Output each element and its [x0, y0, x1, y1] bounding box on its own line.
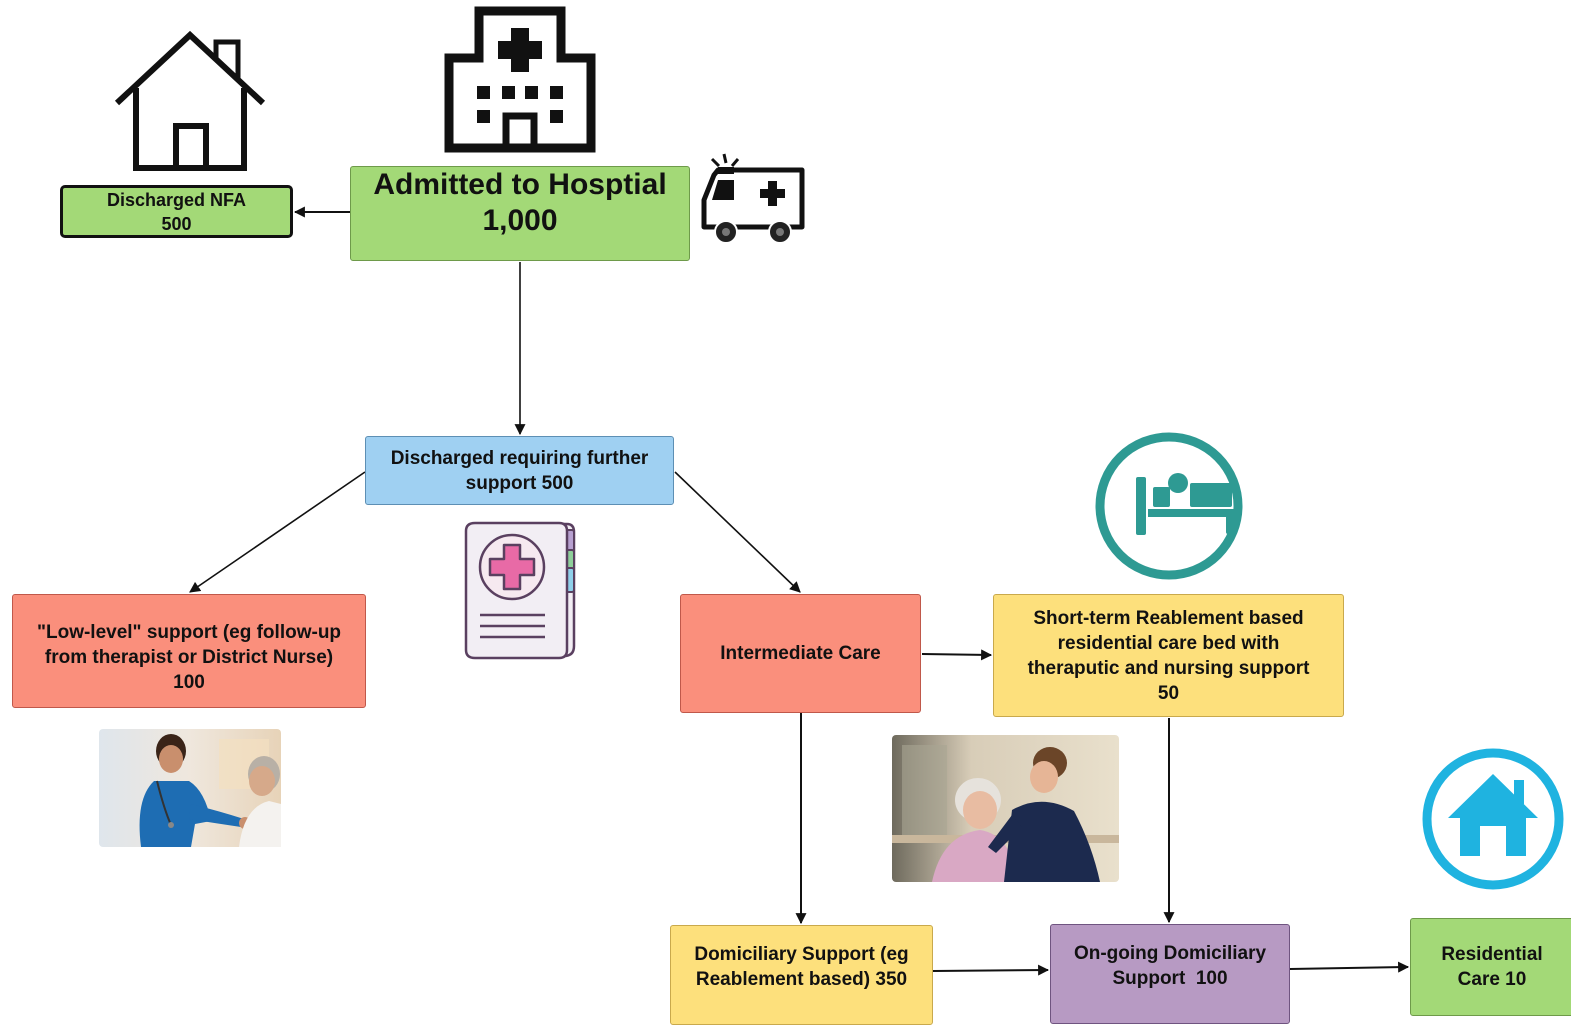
short-term-value: 50 — [1157, 682, 1180, 704]
further-support-line1: Discharged requiring further — [390, 447, 649, 469]
carer-with-elderly-woman-photo — [892, 735, 1119, 882]
discharged-nfa-box: Discharged NFA 500 — [60, 185, 293, 238]
admitted-to-hospital-box: Admitted to Hosptial 1,000 — [350, 166, 690, 261]
arrow-ongoing-to-residential — [1289, 961, 1410, 973]
residential-care-box: Residential Care 10 — [1410, 918, 1571, 1016]
short-term-line1: Short-term Reablement based — [1033, 607, 1304, 629]
ongoing-domiciliary-box: On-going Domiciliary Support 100 — [1050, 924, 1290, 1024]
low-level-line2: from therapist or District Nurse) — [44, 646, 334, 668]
hospital-building-icon — [444, 6, 596, 153]
further-support-line2: support 500 — [465, 472, 574, 494]
short-term-line2: residential care bed with — [1057, 632, 1280, 654]
arrow-dom-to-ongoing — [932, 964, 1050, 976]
ambulance-icon — [701, 153, 805, 244]
residential-line2: Care 10 — [1457, 969, 1527, 990]
nurse-with-patient-photo — [99, 729, 281, 847]
admitted-label: Admitted to Hosptial — [373, 167, 667, 201]
house-outline-icon — [114, 30, 266, 171]
arrow-further-to-intermediate — [674, 471, 801, 593]
hospital-bed-icon — [1095, 432, 1243, 580]
admitted-value: 1,000 — [482, 203, 558, 237]
arrow-further-to-low — [189, 471, 366, 593]
ongoing-line2: Support 100 — [1112, 968, 1228, 989]
medical-record-icon — [464, 521, 576, 660]
intermediate-care-box: Intermediate Care — [680, 594, 921, 713]
short-term-line3: theraputic and nursing support — [1027, 657, 1310, 679]
domiciliary-line1: Domiciliary Support (eg — [694, 944, 909, 965]
discharged-nfa-value: 500 — [161, 213, 192, 234]
short-term-reablement-box: Short-term Reablement based residential … — [993, 594, 1344, 717]
low-level-line1: "Low-level" support (eg follow-up — [36, 621, 342, 643]
domiciliary-line2: Reablement based) 350 — [695, 969, 908, 990]
low-level-value: 100 — [173, 671, 205, 693]
discharged-nfa-label: Discharged NFA — [106, 189, 247, 210]
intermediate-care-label: Intermediate Care — [720, 643, 881, 664]
discharged-further-support-box: Discharged requiring further support 500 — [365, 436, 674, 505]
ongoing-line1: On-going Domiciliary — [1073, 943, 1267, 964]
arrow-intermediate-to-short — [921, 649, 993, 661]
home-circle-icon — [1422, 748, 1564, 890]
residential-line1: Residential — [1441, 944, 1543, 965]
domiciliary-support-box: Domiciliary Support (eg Reablement based… — [670, 925, 933, 1025]
low-level-support-box: "Low-level" support (eg follow-up from t… — [12, 594, 366, 708]
